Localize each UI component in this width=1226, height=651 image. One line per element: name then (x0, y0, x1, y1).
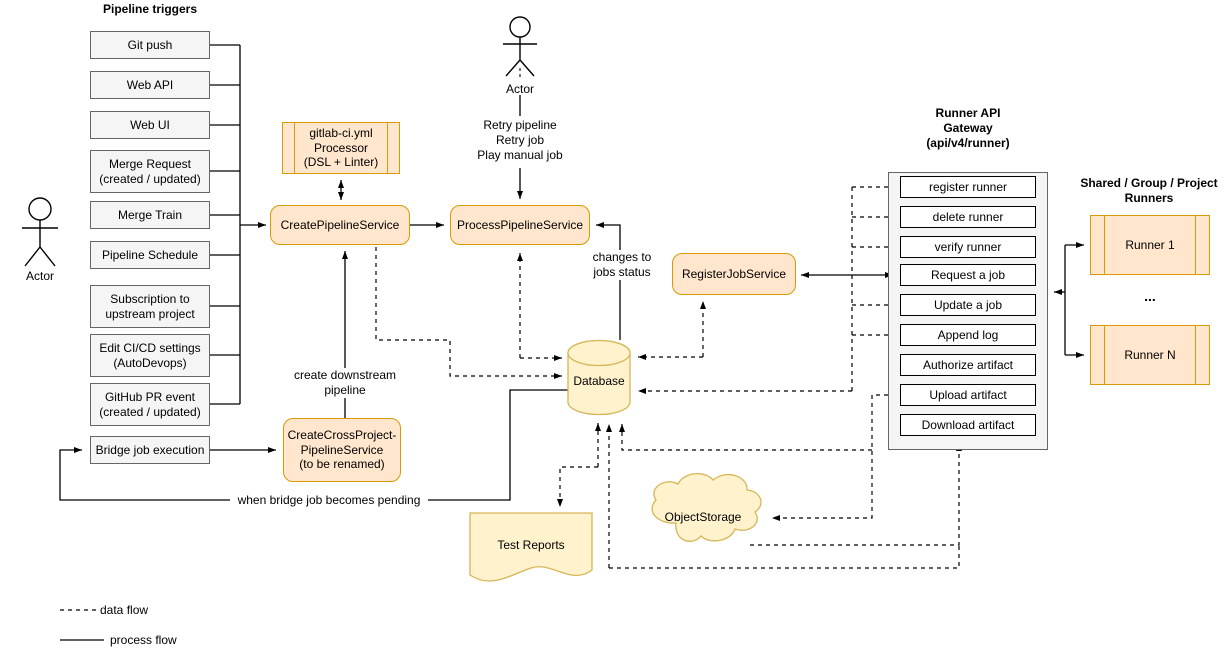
endpoint-append-log: Append log (900, 324, 1036, 346)
process-bar (1195, 216, 1196, 274)
annotation-changes: changes to jobs status (574, 250, 670, 280)
endpoint-authorize-artifact: Authorize artifact (900, 354, 1036, 376)
node-create-cross-project: CreateCrossProject- PipelineService (to … (283, 418, 401, 482)
testreports-db-dashed-b (557, 466, 598, 507)
process-bar (1195, 326, 1196, 384)
node-label: Runner 1 (1125, 237, 1175, 252)
runners-ellipsis: ... (1144, 288, 1156, 304)
annotation-pending: when bridge job becomes pending (230, 493, 428, 508)
endpoint-update-a-job: Update a job (900, 294, 1036, 316)
objectstorage-to-download-dashed (750, 443, 962, 546)
node-label: gitlab-ci.yml Processor (DSL + Linter) (303, 126, 379, 170)
endpoint-verify-runner: verify runner (900, 236, 1036, 258)
database-label: Database (573, 374, 625, 388)
upload-to-objectstorage-dashed (772, 394, 888, 521)
trigger-merge-request: Merge Request (created / updated) (90, 150, 210, 193)
runner-api-gateway-title: Runner API Gateway (api/v4/runner) (926, 106, 1010, 150)
actor-left-icon (22, 197, 58, 267)
node-create-pipeline-service: CreatePipelineService (270, 205, 410, 245)
object-storage-label: ObjectStorage (664, 510, 742, 524)
trigger-merge-train: Merge Train (90, 201, 210, 229)
actor-left-label: Actor (25, 269, 54, 283)
endpoint-upload-artifact: Upload artifact (900, 384, 1036, 406)
endpoint-download-artifact: Download artifact (900, 414, 1036, 436)
download-db-dashed-b (609, 545, 960, 569)
trigger-pipeline-schedule: Pipeline Schedule (90, 241, 210, 269)
trigger-bridge-job: Bridge job execution (90, 436, 210, 464)
document-icon (469, 512, 593, 582)
trigger-edit-cicd: Edit CI/CD settings (AutoDevops) (90, 334, 210, 377)
trigger-github-pr: GitHub PR event (created / updated) (90, 383, 210, 426)
endpoint-delete-runner: delete runner (900, 206, 1036, 228)
node-process-pipeline-service: ProcessPipelineService (450, 205, 590, 245)
trigger-web-ui: Web UI (90, 111, 210, 139)
upload-to-db-dashed (619, 424, 872, 451)
process-bar (387, 123, 388, 173)
node-runner-n: Runner N (1090, 325, 1210, 385)
legend-process-flow-label: process flow (110, 633, 177, 647)
process-bar (1104, 216, 1105, 274)
legend-data-flow-label: data flow (100, 603, 149, 617)
actor-top-label: Actor (505, 82, 534, 96)
legend-line-samples (60, 609, 104, 641)
node-label: Runner N (1124, 347, 1176, 362)
trigger-web-api: Web API (90, 71, 210, 99)
actor-top-icon (503, 16, 537, 80)
process-bar (1104, 326, 1105, 384)
annotation-retry: Retry pipeline Retry job Play manual job (477, 118, 563, 162)
process-bar (294, 123, 295, 173)
createpipeline-to-db-dashed (375, 247, 562, 379)
trigger-bus-line (210, 44, 241, 405)
test-reports-label: Test Reports (497, 538, 565, 552)
triggers-title: Pipeline triggers (102, 2, 198, 16)
runners-title: Shared / Group / Project Runners (1080, 176, 1218, 205)
node-gitlab-ci-processor: gitlab-ci.yml Processor (DSL + Linter) (282, 122, 400, 174)
node-runner-1: Runner 1 (1090, 215, 1210, 275)
endpoint-request-a-job: Request a job (900, 264, 1036, 286)
db-to-processpipeline-line (596, 222, 621, 340)
cloud-icon (651, 473, 762, 542)
endpoint-register-runner: register runner (900, 176, 1036, 198)
node-register-job-service: RegisterJobService (672, 253, 796, 295)
data-flow-lines (375, 186, 962, 569)
gateway-bus-dashed (851, 186, 888, 391)
trigger-subscription: Subscription to upstream project (90, 285, 210, 328)
database-icon (567, 339, 631, 416)
annotation-downstream: create downstream pipeline (280, 368, 410, 398)
trigger-git-push: Git push (90, 31, 210, 59)
